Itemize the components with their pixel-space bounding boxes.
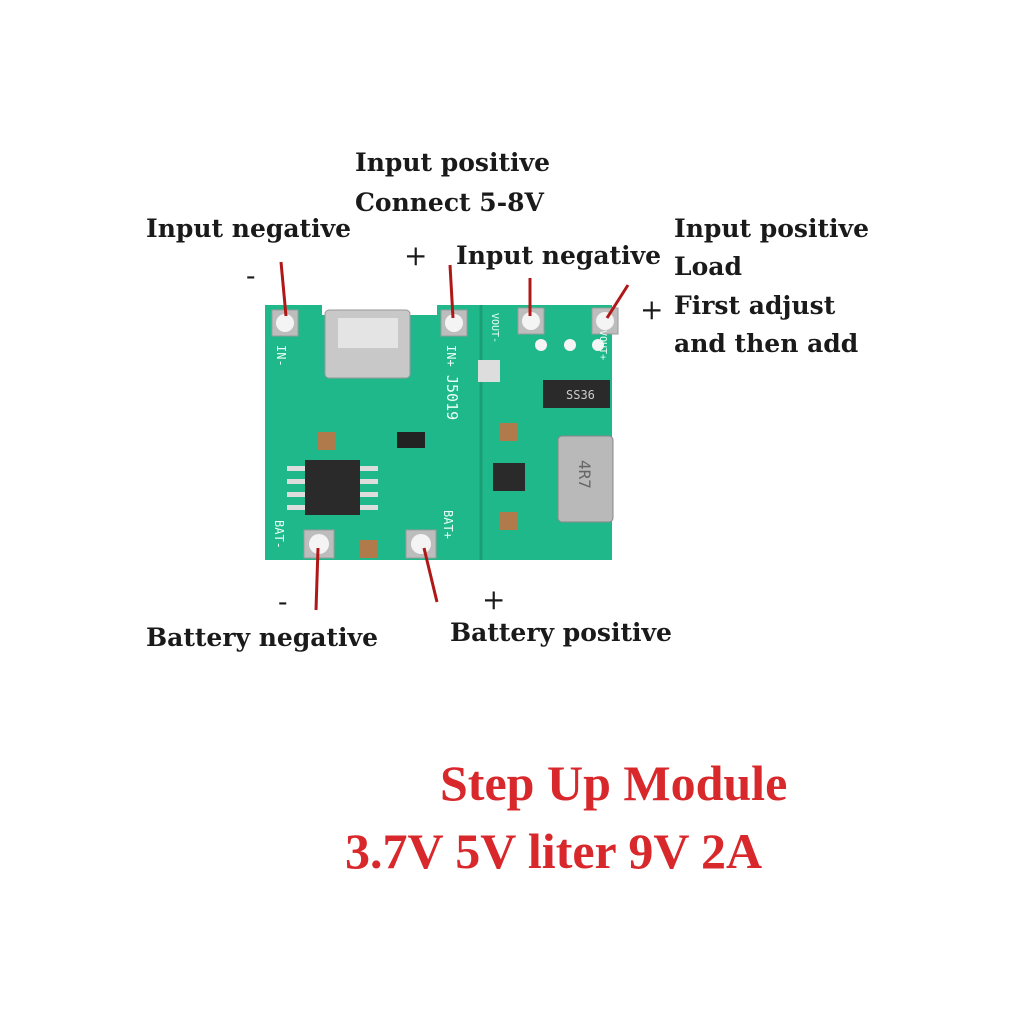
pointer-lines: [279, 261, 630, 611]
label-input-positive-top-2: Connect 5-8V: [355, 188, 544, 217]
title-line-1: Step Up Module: [440, 755, 788, 811]
sign-plus: +: [482, 583, 506, 616]
sign-plus: +: [404, 239, 428, 272]
sign-minus: -: [246, 259, 256, 292]
potentiometer: [478, 360, 500, 382]
sign-plus: +: [640, 293, 664, 326]
boost-ic: [493, 463, 525, 491]
label-input-negative-mid: Input negative: [456, 241, 662, 270]
label-input-positive-top-1: Input positive: [355, 148, 550, 177]
label-input-negative-left: Input negative: [146, 214, 352, 243]
label-input-positive-right-4: and then add: [674, 329, 859, 358]
label-input-positive-right-3: First adjust: [674, 291, 836, 320]
silk-vout-plus: VOUT+: [597, 330, 608, 360]
label-battery-positive: Battery positive: [450, 618, 672, 647]
title-line-2: 3.7V 5V liter 9V 2A: [345, 823, 763, 879]
label-input-positive-right-2: Load: [674, 252, 742, 281]
diode: [543, 380, 610, 408]
silk-in-plus: IN+: [444, 345, 458, 367]
silk-diode: SS36: [566, 388, 595, 402]
silk-bat-minus: BAT-: [272, 520, 286, 549]
sign-minus: -: [278, 585, 288, 618]
label-input-positive-right-1: Input positive: [674, 214, 869, 243]
silk-model: J5019: [443, 375, 461, 420]
charger-ic: [305, 460, 360, 515]
label-battery-negative: Battery negative: [146, 623, 378, 652]
silk-vout-minus: VOUT-: [489, 313, 500, 343]
inductor: [557, 435, 614, 523]
silk-inductor: 4R7: [575, 460, 594, 489]
silk-in-minus: IN-: [274, 345, 288, 367]
silk-bat-plus: BAT+: [441, 510, 455, 539]
